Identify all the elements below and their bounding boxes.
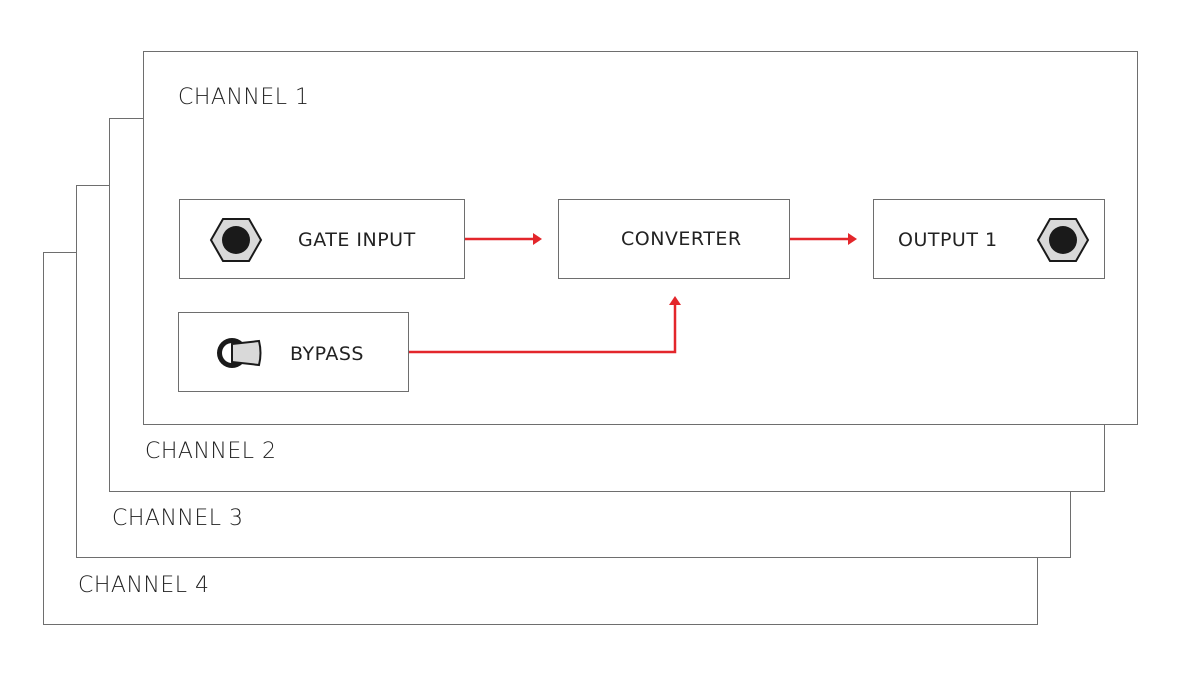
- jack-socket-icon: [209, 218, 263, 262]
- converter-label: CONVERTER: [621, 228, 742, 250]
- channel-3-label: CHANNEL 3: [112, 506, 244, 531]
- toggle-switch-icon: [217, 338, 262, 368]
- bypass-node: BYPASS: [178, 312, 409, 392]
- gate-input-label: GATE INPUT: [298, 229, 416, 251]
- channel-2-label: CHANNEL 2: [145, 439, 277, 464]
- channel-4-label: CHANNEL 4: [78, 573, 210, 598]
- gate-input-node: GATE INPUT: [179, 199, 465, 279]
- output-1-node: OUTPUT 1: [873, 199, 1105, 279]
- output-1-label: OUTPUT 1: [898, 229, 998, 251]
- converter-node: CONVERTER: [558, 199, 790, 279]
- bypass-label: BYPASS: [290, 343, 364, 365]
- channel-1-label: CHANNEL 1: [178, 85, 310, 110]
- jack-socket-icon: [1036, 218, 1090, 262]
